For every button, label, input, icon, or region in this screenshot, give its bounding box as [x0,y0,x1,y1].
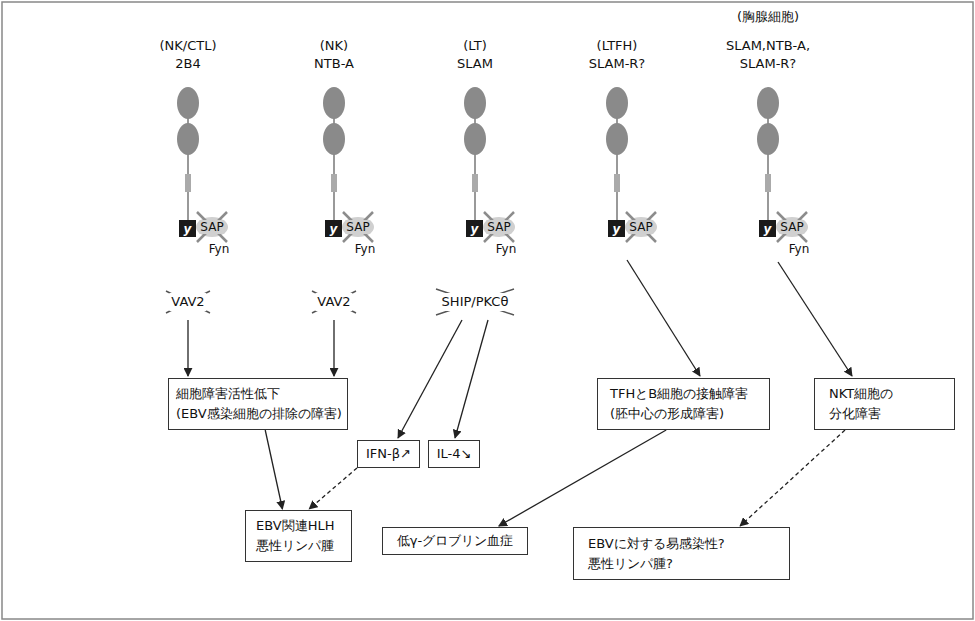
tyrosine-mark: y [613,222,621,236]
tyrosine-mark: y [764,222,772,236]
connector-arrow [265,430,282,509]
cell-type-label: (LTFH) [597,37,638,55]
cytokine-box: IFN-β↗ [357,440,420,468]
sap-label: SAP [486,220,511,234]
cell-type-label: (LT) [463,37,487,55]
node-text: 細胞障害活性低下 (EBV感染細胞の排除の障害) [176,384,340,424]
node-text: EBV関連HLH 悪性リンパ腫 [256,516,341,556]
sap-label: SAP [779,220,804,234]
receptor-name: SLAM,NTB-A, SLAM-R? [718,37,818,73]
sap-label: SAP [199,220,224,234]
fyn-label: Fyn [355,242,376,256]
receptor-symbol [464,87,515,242]
effect-box: TFHとB細胞の接触障害 (胚中心の形成障害) [597,378,770,430]
signal-molecule: VAV2 [315,293,352,311]
disease-box: EBV関連HLH 悪性リンパ腫 [245,510,352,562]
sap-label: SAP [345,220,370,234]
receptor-symbol [177,87,228,242]
cross-mark [436,289,514,315]
sap-label: SAP [628,220,653,234]
receptor-symbol [323,87,374,242]
effect-box: NKT細胞の分化障害 [814,378,955,430]
receptor-symbol [606,87,657,242]
connector-arrow [499,430,666,526]
receptor-name: SLAM [457,55,493,73]
disease-box: 低γ-グロブリン血症 [382,527,528,555]
tyrosine-mark: y [471,222,479,236]
node-text: TFHとB細胞の接触障害 (胚中心の形成障害) [610,384,757,424]
effect-box: 細胞障害活性低下 (EBV感染細胞の排除の障害) [168,378,348,430]
node-text: EBVに対する易感染性? 悪性リンパ腫? [588,534,775,574]
cross-mark [312,291,356,313]
signal-molecule: VAV2 [169,293,206,311]
cell-type-label: (NK/CTL) [159,37,216,55]
cell-type-label: (胸腺細胞) [737,8,799,26]
cross-mark [166,291,210,313]
receptor-name: NTB-A [314,55,354,73]
connector-arrow [740,430,845,526]
disease-box: EBVに対する易感染性? 悪性リンパ腫? [573,527,790,580]
receptor-name: 2B4 [175,55,200,73]
tyrosine-mark: y [330,222,338,236]
fyn-label: Fyn [496,242,517,256]
cell-type-label: (NK) [320,37,348,55]
tyrosine-mark: y [184,222,192,236]
fyn-label: Fyn [209,242,230,256]
node-text: 低γ-グロブリン血症 [389,531,521,551]
receptor-name: SLAM-R? [589,55,646,73]
signal-molecule: SHIP/PKCθ [440,293,511,311]
connector-arrow [309,468,357,509]
node-text: IFN-β↗ [362,444,415,464]
node-text: NKT細胞の分化障害 [829,384,901,424]
cytokine-box: IL-4↘ [428,440,480,468]
fyn-label: Fyn [789,242,810,256]
receptor-symbol [757,87,808,242]
node-text: IL-4↘ [433,444,475,464]
